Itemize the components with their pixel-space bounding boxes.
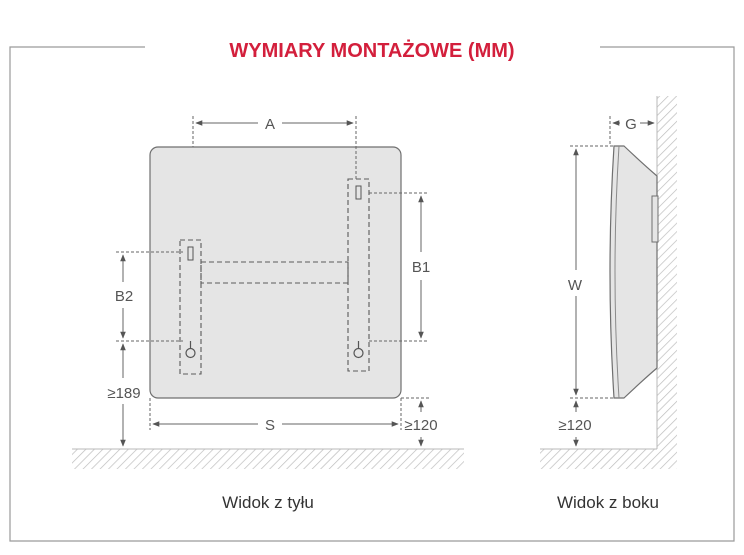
rear-view: A B1 B2 ≥189 S bbox=[72, 116, 464, 512]
label-b1: B1 bbox=[412, 259, 430, 276]
mounting-bracket bbox=[179, 178, 370, 375]
label-floor: ≥189 bbox=[107, 385, 140, 402]
dimension-w bbox=[570, 145, 614, 399]
dimension-clearance-rear bbox=[401, 397, 430, 447]
label-clearance-rear: ≥120 bbox=[404, 417, 437, 434]
floor-hatch bbox=[72, 449, 464, 469]
keyhole-left-icon bbox=[185, 341, 196, 359]
page-title: WYMIARY MONTAŻOWE (MM) bbox=[229, 39, 514, 62]
dimension-b1 bbox=[369, 192, 428, 342]
label-a: A bbox=[265, 116, 275, 133]
rear-view-caption: Widok z tyłu bbox=[222, 493, 314, 512]
dimension-g bbox=[609, 116, 655, 146]
dimension-b2 bbox=[116, 251, 183, 342]
label-g: G bbox=[625, 116, 637, 133]
wall-hatch bbox=[657, 96, 677, 469]
slot-right bbox=[355, 185, 362, 200]
side-floor-hatch bbox=[540, 449, 657, 469]
label-clearance-side: ≥120 bbox=[558, 417, 591, 434]
outer-frame bbox=[9, 46, 735, 542]
side-view: G W ≥120 Widok z boku bbox=[540, 96, 677, 512]
heater-panel-side bbox=[609, 145, 658, 399]
side-view-caption: Widok z boku bbox=[557, 493, 659, 512]
keyhole-right-icon bbox=[353, 341, 364, 359]
label-b2: B2 bbox=[115, 288, 133, 305]
label-w: W bbox=[568, 277, 583, 294]
heater-wall-bracket bbox=[651, 195, 659, 243]
slot-left bbox=[187, 246, 194, 261]
dimension-a bbox=[192, 116, 357, 180]
dimension-s bbox=[149, 398, 402, 430]
heater-panel-rear bbox=[149, 146, 402, 399]
heater-front-edge bbox=[614, 145, 620, 399]
label-s: S bbox=[265, 417, 275, 434]
